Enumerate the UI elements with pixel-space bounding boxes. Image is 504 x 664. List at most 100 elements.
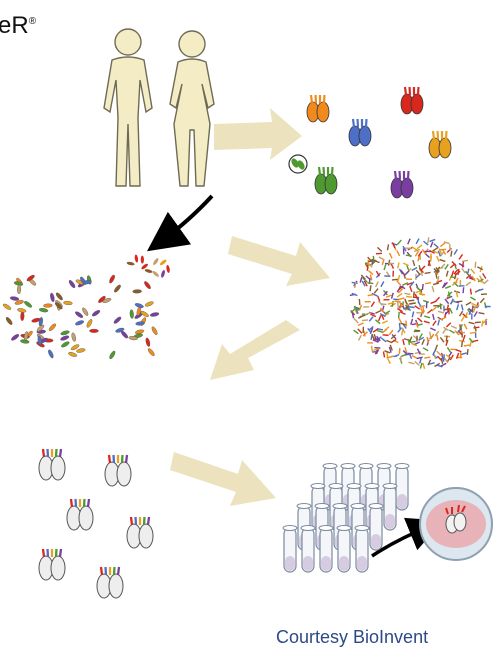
gene-fragment-icon [374, 336, 380, 342]
gene-fragment-icon [463, 323, 468, 330]
gene-fragment-icon [353, 318, 359, 324]
gene-fragment-icon [470, 268, 476, 274]
gene-fragment-icon [362, 331, 368, 337]
gene-fragment-icon [89, 328, 99, 333]
gene-fragment-icon [396, 250, 401, 257]
gene-fragment-icon [369, 285, 372, 292]
gene-fragment-icon [98, 295, 106, 303]
gene-fragment-icon [373, 288, 379, 294]
test-tube-icon [282, 463, 410, 573]
gene-fragment-icon [446, 247, 452, 254]
gene-fragment-icon [439, 303, 442, 310]
gene-fragment-icon [408, 305, 415, 309]
gene-fragment-icon [397, 262, 400, 269]
gene-fragment-icon [350, 307, 356, 314]
gene-fragment-icon [102, 297, 112, 303]
gene-fragment-icon [397, 327, 403, 333]
gene-fragment-icon [71, 332, 76, 342]
gene-fragment-icon [445, 339, 449, 346]
gene-fragment-icon [429, 241, 434, 248]
gene-fragment-icon [465, 301, 472, 306]
gene-fragment-icon [458, 310, 464, 317]
gene-fragment-icon [48, 323, 57, 331]
gene-fragment-icon [437, 250, 442, 257]
gene-fragment-icon [465, 281, 472, 287]
gene-fragment-icon [411, 246, 418, 251]
gene-fragment-icon [377, 300, 383, 306]
gene-fragment-icon [453, 248, 458, 255]
gene-fragment-icon [371, 292, 378, 297]
gene-fragment-icon [466, 348, 469, 356]
gene-fragment-icon [461, 267, 466, 274]
gene-fragment-icon [410, 318, 414, 325]
gene-fragment-icon [423, 320, 430, 324]
gene-fragment-icon [470, 296, 476, 301]
gene-fragment-icon [371, 259, 374, 266]
gene-fragment-icon [411, 311, 415, 318]
gene-fragment-icon [389, 344, 393, 351]
gene-fragment-icon [454, 330, 460, 336]
gene-fragment-icon [436, 276, 440, 283]
gene-fragment-icon [444, 298, 450, 305]
gene-fragment-icon [455, 291, 459, 298]
gene-fragment-icon [390, 334, 397, 340]
gene-fragment-icon [393, 353, 400, 358]
gene-fragment-icon [379, 313, 386, 318]
gene-fragment-icon [469, 288, 473, 295]
gene-fragment-icon [406, 282, 413, 286]
gene-fragment-icon [402, 272, 407, 279]
gene-fragment-icon [149, 312, 160, 317]
gene-fragment-icon [436, 350, 442, 356]
gene-fragment-icon [129, 309, 134, 319]
gene-fragment-icon [386, 355, 393, 359]
gene-fragment-icon [396, 239, 402, 246]
gene-fragment-icon [372, 255, 375, 262]
gene-fragment-icon [460, 340, 464, 348]
gene-fragment-icon [367, 282, 374, 285]
gene-fragment-icon [134, 303, 144, 308]
gene-fragment-icon [135, 321, 145, 326]
gene-fragment-icon [458, 262, 465, 268]
gene-fragment-icon [388, 252, 393, 259]
gene-fragment-icon [391, 242, 396, 249]
gene-fragment-icon [363, 280, 368, 287]
gene-fragment-icon [480, 293, 488, 296]
gene-fragment-icon [411, 354, 418, 359]
gene-fragment-icon [465, 273, 472, 280]
gene-fragment-icon [70, 344, 80, 351]
gene-fragment-icon [140, 255, 144, 264]
gene-fragment-icon [14, 300, 24, 305]
antibody-icon [306, 94, 330, 123]
gene-fragment-icon [471, 302, 478, 307]
gene-fragment-icon [483, 279, 489, 285]
gene-fragment-icon [126, 261, 135, 266]
gene-fragment-icon [402, 262, 409, 267]
gene-fragment-icon [362, 277, 368, 283]
courtesy-credit: Courtesy BioInvent [276, 627, 429, 647]
gene-fragment-icon [115, 327, 125, 333]
gene-fragment-icon [419, 305, 426, 308]
gene-fragment-icon [166, 264, 170, 273]
gene-fragment-icon [428, 361, 435, 365]
gene-fragment-icon [430, 333, 435, 340]
gene-fragment-icon [449, 329, 455, 334]
gene-fragment-icon [414, 329, 421, 332]
gene-fragment-icon [48, 349, 54, 359]
gene-fragment-icon [387, 358, 391, 365]
gene-fragment-icon [377, 295, 381, 302]
gene-fragment-icon [450, 276, 457, 279]
gene-fragment-icon [2, 303, 12, 310]
gene-fragment-icon [367, 293, 374, 297]
gene-fragment-icon [450, 325, 457, 329]
gene-fragment-icon [440, 357, 444, 365]
gene-fragment-icon [151, 326, 158, 335]
gene-fragment-icon [351, 292, 358, 297]
gene-fragment-icon [461, 259, 469, 263]
gene-fragment-icon [439, 250, 445, 257]
antibody-icon [390, 170, 414, 199]
gene-fragment-icon [361, 280, 366, 287]
gene-fragment-icon [449, 244, 451, 251]
gene-fragment-icon [159, 259, 167, 266]
gene-fragment-icon [432, 247, 439, 252]
gene-fragment-icon [463, 344, 470, 347]
